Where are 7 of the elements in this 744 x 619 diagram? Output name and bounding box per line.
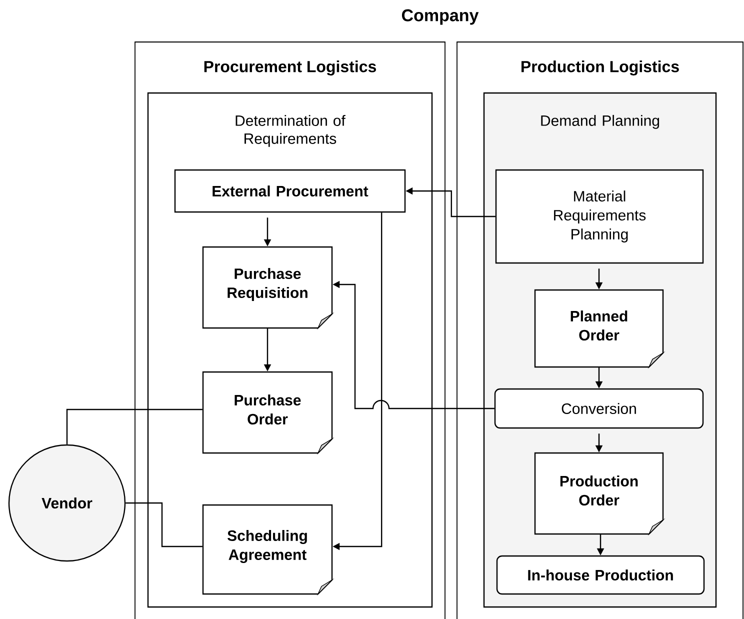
title: Company [402, 9, 479, 25]
process-box: In-house Production [496, 555, 705, 595]
process-box: External Procurement [174, 169, 406, 213]
connector-line [66, 408, 202, 444]
connector-line [126, 502, 202, 548]
process-box: Material Requirements Planning [495, 169, 704, 264]
process-box: Conversion [494, 388, 704, 429]
